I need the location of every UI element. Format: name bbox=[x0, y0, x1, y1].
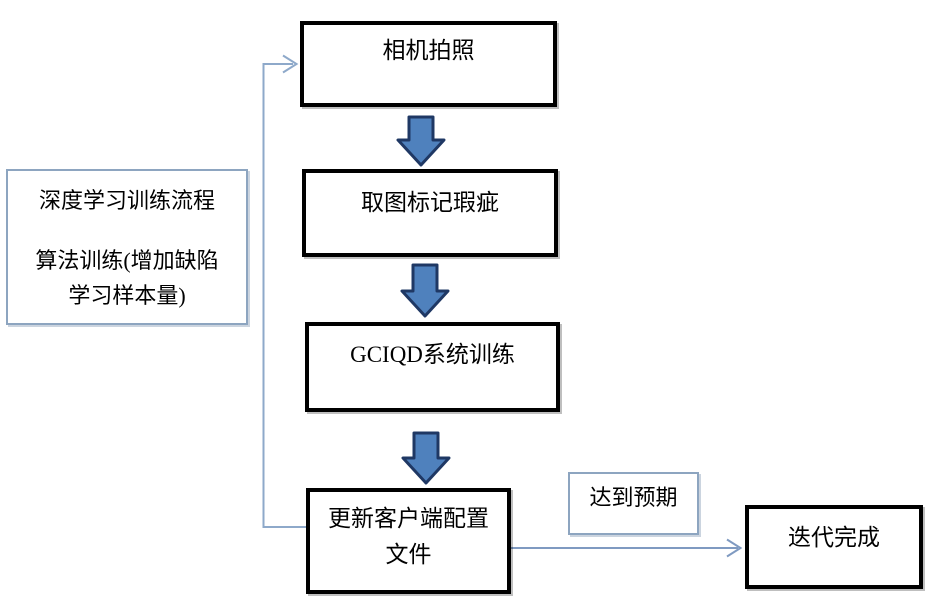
step-label: 文件 bbox=[385, 542, 432, 567]
step-gciqd-training: GCIQD系统训练 bbox=[305, 322, 560, 412]
edge-loop-step4-to-step1 bbox=[262, 54, 306, 528]
condition-label: 达到预期 bbox=[589, 485, 678, 510]
block-arrow-down-icon bbox=[396, 115, 446, 167]
step-label: 更新客户端配置 bbox=[328, 506, 489, 531]
block-arrows bbox=[396, 115, 451, 485]
block-arrow-down-icon bbox=[400, 263, 450, 318]
condition-expectation-met: 达到预期 bbox=[568, 472, 699, 535]
step-iteration-complete: 迭代完成 bbox=[745, 505, 923, 589]
step-label: GCIQD系统训练 bbox=[350, 342, 515, 367]
note-line: 深度学习训练流程 bbox=[38, 188, 215, 213]
edge-step4-to-end bbox=[511, 538, 743, 558]
note-blank-line bbox=[8, 218, 246, 243]
step-camera-capture: 相机拍照 bbox=[300, 21, 557, 107]
arrowhead-right-icon bbox=[282, 54, 299, 74]
step-label: 取图标记瑕疵 bbox=[361, 190, 499, 215]
step-label: 迭代完成 bbox=[788, 525, 880, 550]
note-line: 算法训练(增加缺陷 bbox=[35, 248, 219, 273]
block-arrow-down-icon bbox=[401, 431, 451, 485]
step-label: 相机拍照 bbox=[382, 38, 475, 63]
step-update-client-config: 更新客户端配置 文件 bbox=[306, 488, 511, 594]
arrowhead-right-icon bbox=[726, 538, 743, 558]
note-training-process: 深度学习训练流程 算法训练(增加缺陷 学习样本量) bbox=[6, 169, 248, 325]
step-mark-defects: 取图标记瑕疵 bbox=[302, 169, 558, 257]
note-line: 学习样本量) bbox=[68, 283, 186, 308]
